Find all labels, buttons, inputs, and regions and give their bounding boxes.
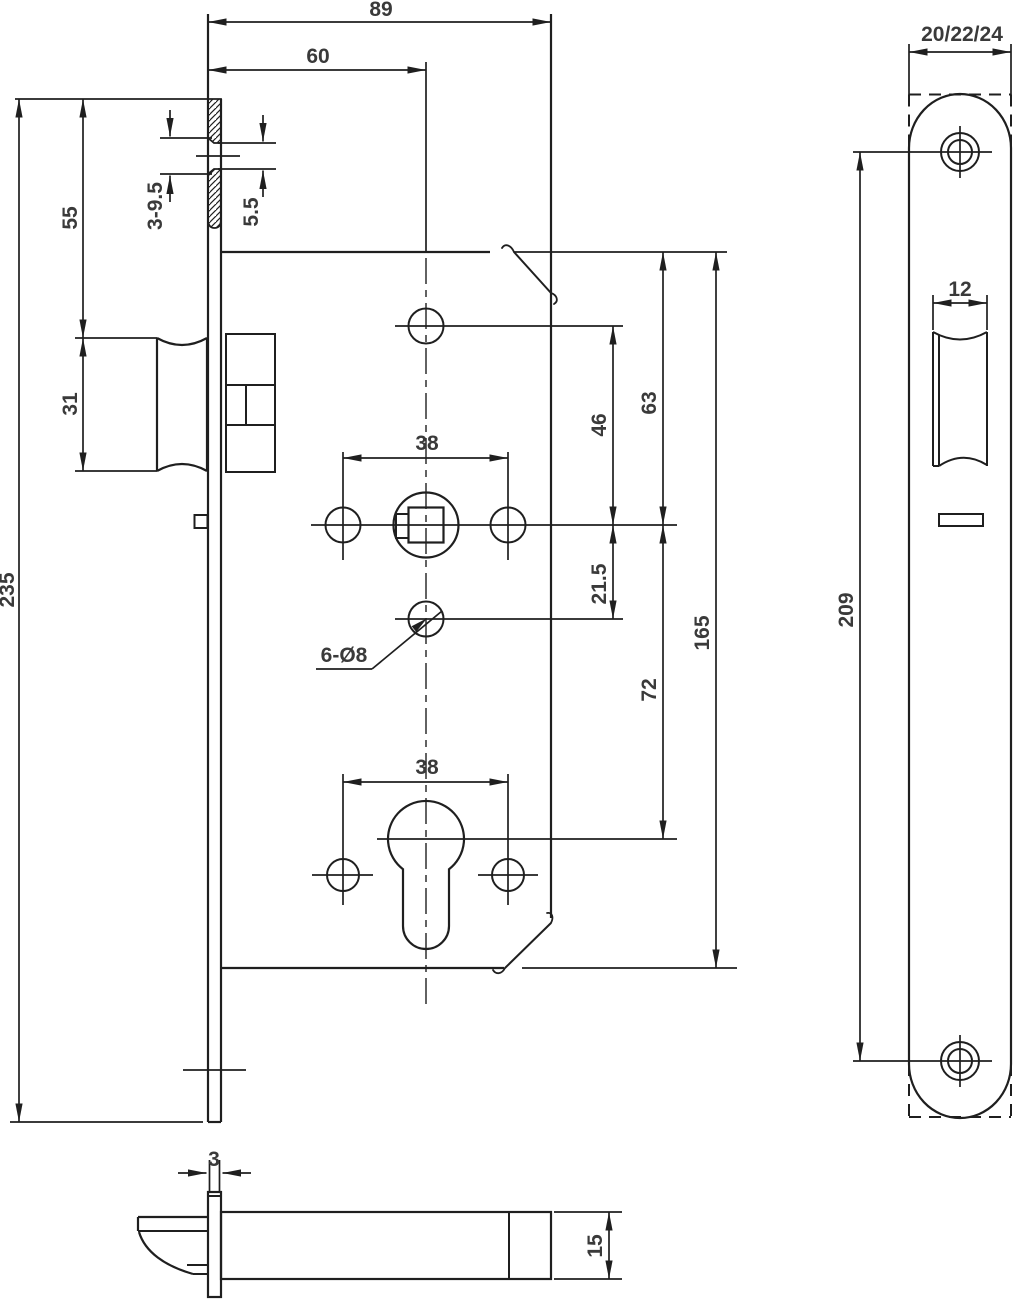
aux-bolt-opening [938,513,984,527]
dim-label-screw-centers: 209 [835,592,858,627]
break-line-bottom [504,922,552,969]
aux-bolt-edge [193,514,209,529]
faceplate-square-variant [908,93,1012,1118]
dim-follower-to-hole: 21.5 [588,525,617,619]
dim-label-case-depth: 89 [369,0,392,21]
side-view: 3 15 [136,1148,622,1299]
dim-screw-centers: 209 [835,152,864,1061]
dim-faceplate-thickness: 3 [178,1148,251,1192]
dim-label-follower-to-hole: 21.5 [588,563,611,604]
faceplate-outline-rounded [907,92,1013,1120]
dim-latch-height: 31 [59,338,87,471]
lock-case [221,14,737,975]
dim-top-to-latch: 55 [59,99,87,338]
hole-callout: 6-Ø8 [316,610,443,670]
dim-case-thickness: 15 [554,1211,622,1280]
dim-label-latch-height: 31 [59,392,82,416]
follower-circle [392,491,460,559]
hatch-lower [207,168,222,229]
dim-faceplate-width: 20/22/24 [908,23,1012,96]
dim-hole-to-follower: 46 [588,326,617,525]
main-view: 3-9.5 5.5 [0,0,737,1124]
dim-label-faceplate-length: 235 [0,572,19,607]
cylinder-profile-hole [386,799,466,951]
dim-faceplate-length: 235 [0,99,23,1122]
dim-label-case-height: 165 [691,615,714,650]
latch-top-arc [156,337,208,347]
dim-label-backset: 60 [306,45,329,68]
hatch-upper [207,98,222,144]
break-hook [492,967,506,975]
lower-fixing-hole [407,600,445,638]
hole-callout-label: 6-Ø8 [321,644,368,667]
latch-opening [932,331,988,467]
callout-leader [371,610,443,670]
dim-latch-opening: 12 [932,278,988,330]
dim-backset: 60 [208,45,426,74]
top-screw-hole [853,126,992,178]
follower-hub [392,491,460,559]
spindle-notch [395,513,410,539]
dim-label-follower-to-cylinder: 72 [638,678,661,701]
dim-label-latch-opening: 12 [948,278,971,301]
dim-label-case-top-to-follower: 63 [638,391,661,414]
dim-handle-hole-spacing: 38 [343,432,508,462]
dim-cylinder-hole-spacing: 38 [343,756,508,786]
callout-arrowhead [411,618,427,632]
latch-bottom-arc [156,462,208,472]
dim-label-handle-hole-spacing: 38 [415,432,439,455]
latch-bolt [155,333,276,473]
dim-faceplate-screw-depth: 3-9.5 [144,110,212,230]
dim-case-top-to-follower: 63 [638,252,667,525]
dim-label-faceplate-screw-depth: 3-9.5 [144,182,167,230]
upper-fixing-hole [407,307,445,345]
break-line-top [513,251,552,294]
case-side [219,1210,553,1281]
dim-case-depth: 89 [208,0,551,26]
latch-bolt-side [136,1215,208,1276]
dim-label-faceplate-thickness: 3 [208,1148,220,1171]
dim-label-hole-to-follower: 46 [588,413,611,436]
dim-screw-hole-dia: 5.5 [218,115,276,227]
latch-housing [225,333,276,473]
dim-follower-to-cylinder: 72 [638,525,667,839]
faceplate-front-view: 20/22/24 12 209 [835,23,1013,1120]
bottom-screw-hole [853,1035,992,1087]
latch-bevel [137,1231,194,1276]
countersink-section-detail: 3-9.5 5.5 [144,98,276,230]
break-hook [546,911,554,924]
dim-label-top-to-latch: 55 [59,206,82,230]
break-hook [501,244,515,253]
dim-case-height: 165 [691,252,720,968]
dim-label-cylinder-hole-spacing: 38 [415,756,439,779]
dim-label-screw-hole-dia: 5.5 [240,197,263,227]
dim-label-case-thickness: 15 [584,1234,607,1258]
dim-label-faceplate-width: 20/22/24 [921,23,1003,46]
faceplate-side [206,1190,223,1299]
break-hook [550,292,558,305]
